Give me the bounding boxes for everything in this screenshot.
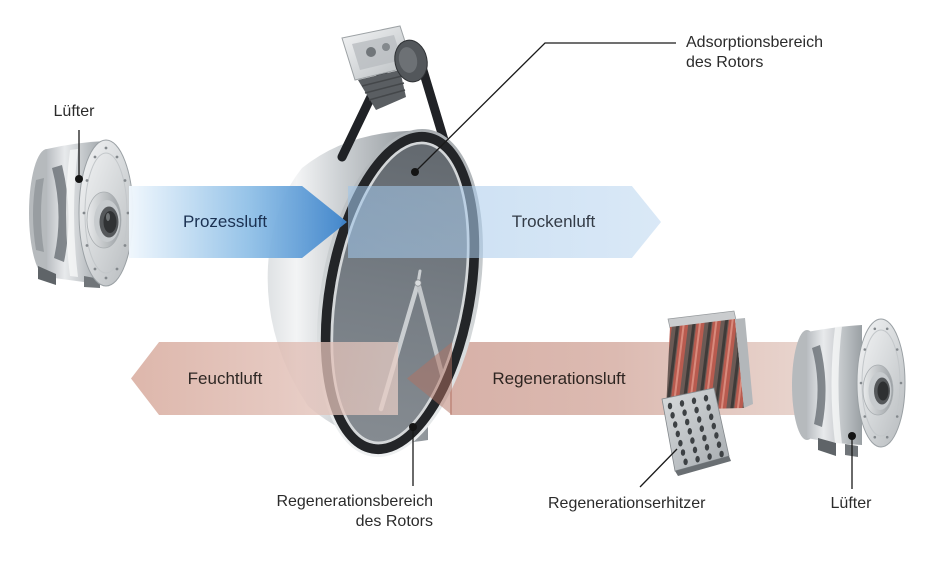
heater-label: Regenerationserhitzer — [548, 495, 706, 512]
fan-right-bolts — [859, 327, 903, 439]
adsorption-area-label-line2: des Rotors — [686, 54, 764, 71]
dry-air-label: Trockenluft — [511, 212, 596, 231]
regeneration-air-label: Regenerationsluft — [492, 368, 626, 388]
adsorption-area-label-line1: Adsorptionsbereich — [686, 34, 823, 51]
fan-right-label: Lüfter — [830, 495, 872, 512]
regeneration-area-label-line2: des Rotors — [355, 513, 433, 530]
fan-right-illustration — [792, 318, 906, 457]
process-air-label: Prozessluft — [182, 212, 268, 231]
heater-plate-holes — [667, 394, 724, 466]
fan-left-bolts — [82, 146, 130, 280]
fan-left-label: Lüfter — [53, 103, 95, 120]
regeneration-area-label: Regenerationsbereich des Rotors — [230, 492, 433, 532]
humid-air-arrow: Feuchtluft — [131, 342, 398, 415]
heater-illustration — [661, 310, 753, 476]
dry-air-arrow: Trockenluft — [348, 186, 661, 258]
drive-motor-illustration — [341, 25, 428, 110]
adsorption-area-label: Adsorptionsbereich des Rotors — [686, 33, 823, 73]
fan-left-illustration — [29, 139, 134, 288]
regeneration-area-label-line1: Regenerationsbereich — [276, 493, 433, 510]
humid-air-label: Feuchtluft — [187, 368, 263, 388]
process-air-arrow: Prozessluft — [129, 186, 347, 258]
